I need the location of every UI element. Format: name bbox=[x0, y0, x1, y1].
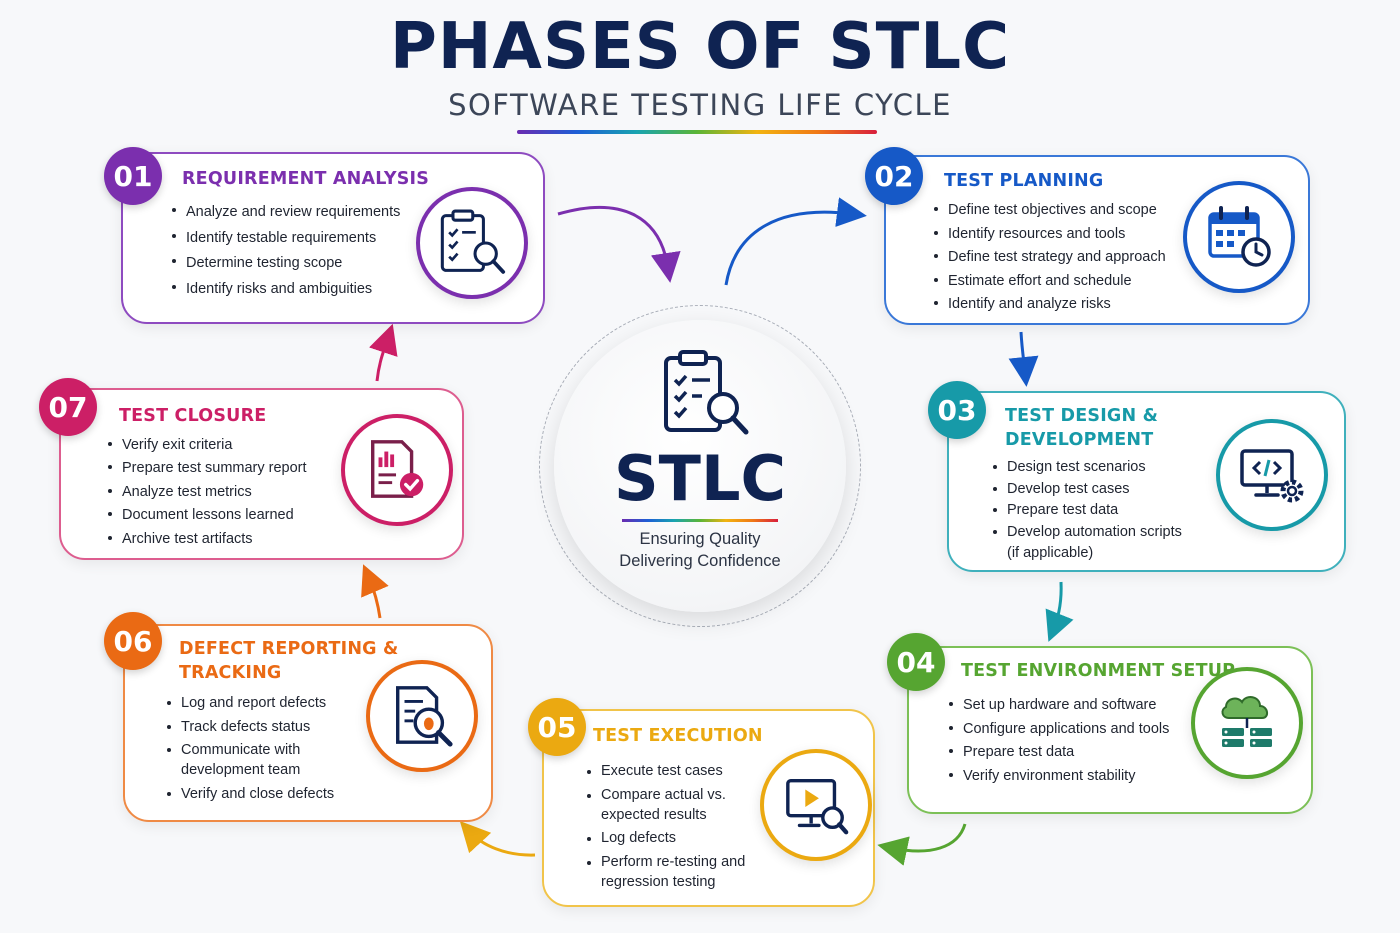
clipboard-search-icon bbox=[440, 209, 506, 274]
center-underline bbox=[622, 519, 778, 522]
phase-title-06-line2: TRACKING bbox=[179, 663, 282, 683]
list-item: Prepare test summary report bbox=[106, 457, 307, 480]
list-item: Log defects bbox=[585, 829, 745, 849]
arrow-05-to-06 bbox=[459, 820, 536, 857]
arrow-07-to-01 bbox=[369, 323, 398, 382]
phase-title-07: TEST CLOSURE bbox=[119, 406, 267, 426]
phase-badge-03: 03 bbox=[928, 381, 986, 439]
list-item: Archive test artifacts bbox=[106, 528, 307, 551]
list-item: (if applicable) bbox=[1007, 545, 1094, 561]
phase-title-01: REQUIREMENT ANALYSIS bbox=[182, 169, 430, 189]
cloud-server-icon bbox=[1221, 696, 1272, 747]
list-item: Identify risks and ambiguities bbox=[170, 277, 400, 303]
phase-icon-circle-02 bbox=[1183, 181, 1295, 293]
list-item: Verify exit criteria bbox=[106, 434, 307, 457]
phase-icon-circle-03 bbox=[1216, 419, 1328, 531]
phase-badge-02: 02 bbox=[865, 147, 923, 205]
arrow-03-to-04 bbox=[1045, 581, 1074, 642]
list-item: Set up hardware and software bbox=[947, 694, 1169, 718]
list-item: Identify and analyze risks bbox=[932, 293, 1166, 317]
phase-badge-04: 04 bbox=[887, 633, 945, 691]
arrow-04-to-05 bbox=[877, 823, 967, 866]
list-item: Verify environment stability bbox=[947, 765, 1169, 789]
monitor-play-search-icon bbox=[786, 779, 849, 835]
center-circle bbox=[554, 320, 846, 612]
phase-icon-circle-05 bbox=[760, 749, 872, 861]
list-item: Verify and close defects bbox=[165, 784, 334, 804]
phase-badge-01: 01 bbox=[104, 147, 162, 205]
page-title: PHASES OF STLC bbox=[389, 10, 1011, 84]
list-item: Identify testable requirements bbox=[170, 226, 400, 252]
arrow-center-to-02 bbox=[724, 197, 867, 286]
phase-list-06: Log and report defects Track defects sta… bbox=[165, 693, 334, 804]
phase-icon-circle-07 bbox=[341, 414, 453, 526]
phase-title-03-line1: TEST DESIGN & bbox=[1005, 406, 1159, 426]
phase-badge-05: 05 bbox=[528, 698, 586, 756]
phase-icon-circle-04 bbox=[1191, 667, 1303, 779]
phase-title-04: TEST ENVIRONMENT SETUP bbox=[961, 661, 1236, 681]
list-item: Design test scenarios bbox=[991, 457, 1182, 479]
phase-badge-07: 07 bbox=[39, 378, 97, 436]
phase-list-05: Execute test cases Compare actual vs. ex… bbox=[585, 762, 745, 893]
center-tagline-2: Delivering Confidence bbox=[619, 552, 781, 570]
phase-list-02: Define test objectives and scope Identif… bbox=[932, 199, 1166, 317]
phase-icon-circle-01 bbox=[416, 187, 528, 299]
phase-list-07: Verify exit criteria Prepare test summar… bbox=[106, 434, 307, 551]
list-item: Track defects status bbox=[165, 717, 334, 737]
list-item: Analyze and review requirements bbox=[170, 200, 400, 226]
phase-title-02: TEST PLANNING bbox=[944, 171, 1104, 191]
list-item: Define test objectives and scope bbox=[932, 199, 1166, 223]
title-underline bbox=[517, 130, 877, 134]
list-item: Develop test cases bbox=[991, 479, 1182, 501]
list-item: Analyze test metrics bbox=[106, 481, 307, 504]
arrow-02-to-03 bbox=[1008, 331, 1039, 387]
list-item: Develop automation scripts bbox=[991, 522, 1182, 544]
phase-title-03-line2: DEVELOPMENT bbox=[1005, 430, 1154, 450]
center-title: STLC bbox=[614, 442, 786, 515]
list-item: Prepare test data bbox=[991, 500, 1182, 522]
list-item: Perform re-testing and bbox=[585, 853, 745, 873]
list-item: regression testing bbox=[601, 873, 716, 890]
phase-icon-circle-06 bbox=[366, 660, 478, 772]
list-item: Execute test cases bbox=[585, 762, 745, 782]
list-item: Communicate with bbox=[165, 740, 334, 760]
list-item: Prepare test data bbox=[947, 741, 1169, 765]
phase-list-03: Design test scenarios Develop test cases… bbox=[991, 457, 1182, 565]
list-item: Log and report defects bbox=[165, 693, 334, 713]
list-item: development team bbox=[181, 762, 301, 778]
list-item: Identify resources and tools bbox=[932, 223, 1166, 247]
phase-title-05: TEST EXECUTION bbox=[593, 726, 763, 746]
arrow-01-to-center bbox=[557, 205, 681, 283]
list-item: Configure applications and tools bbox=[947, 718, 1169, 742]
center-dashed-ring bbox=[539, 305, 861, 627]
phase-badge-06: 06 bbox=[104, 612, 162, 670]
phase-title-06-line1: DEFECT REPORTING & bbox=[179, 639, 399, 659]
page-subtitle: SOFTWARE TESTING LIFE CYCLE bbox=[448, 88, 952, 122]
list-item: Determine testing scope bbox=[170, 251, 400, 277]
list-item: Compare actual vs. bbox=[585, 786, 745, 806]
list-item: expected results bbox=[601, 806, 707, 823]
calendar-clock-icon bbox=[1208, 206, 1271, 267]
phase-list-01: Analyze and review requirements Identify… bbox=[170, 200, 400, 302]
report-check-icon bbox=[371, 440, 424, 498]
arrow-06-to-07 bbox=[361, 564, 389, 619]
phase-list-04: Set up hardware and software Configure a… bbox=[947, 694, 1169, 788]
list-item: Document lessons learned bbox=[106, 504, 307, 527]
center-clipboard-search-icon bbox=[660, 348, 750, 440]
list-item: Estimate effort and schedule bbox=[932, 270, 1166, 294]
center-tagline-1: Ensuring Quality bbox=[639, 530, 761, 548]
list-item: Define test strategy and approach bbox=[932, 246, 1166, 270]
document-bug-search-icon bbox=[396, 686, 453, 747]
monitor-code-gear-icon bbox=[1240, 449, 1304, 503]
